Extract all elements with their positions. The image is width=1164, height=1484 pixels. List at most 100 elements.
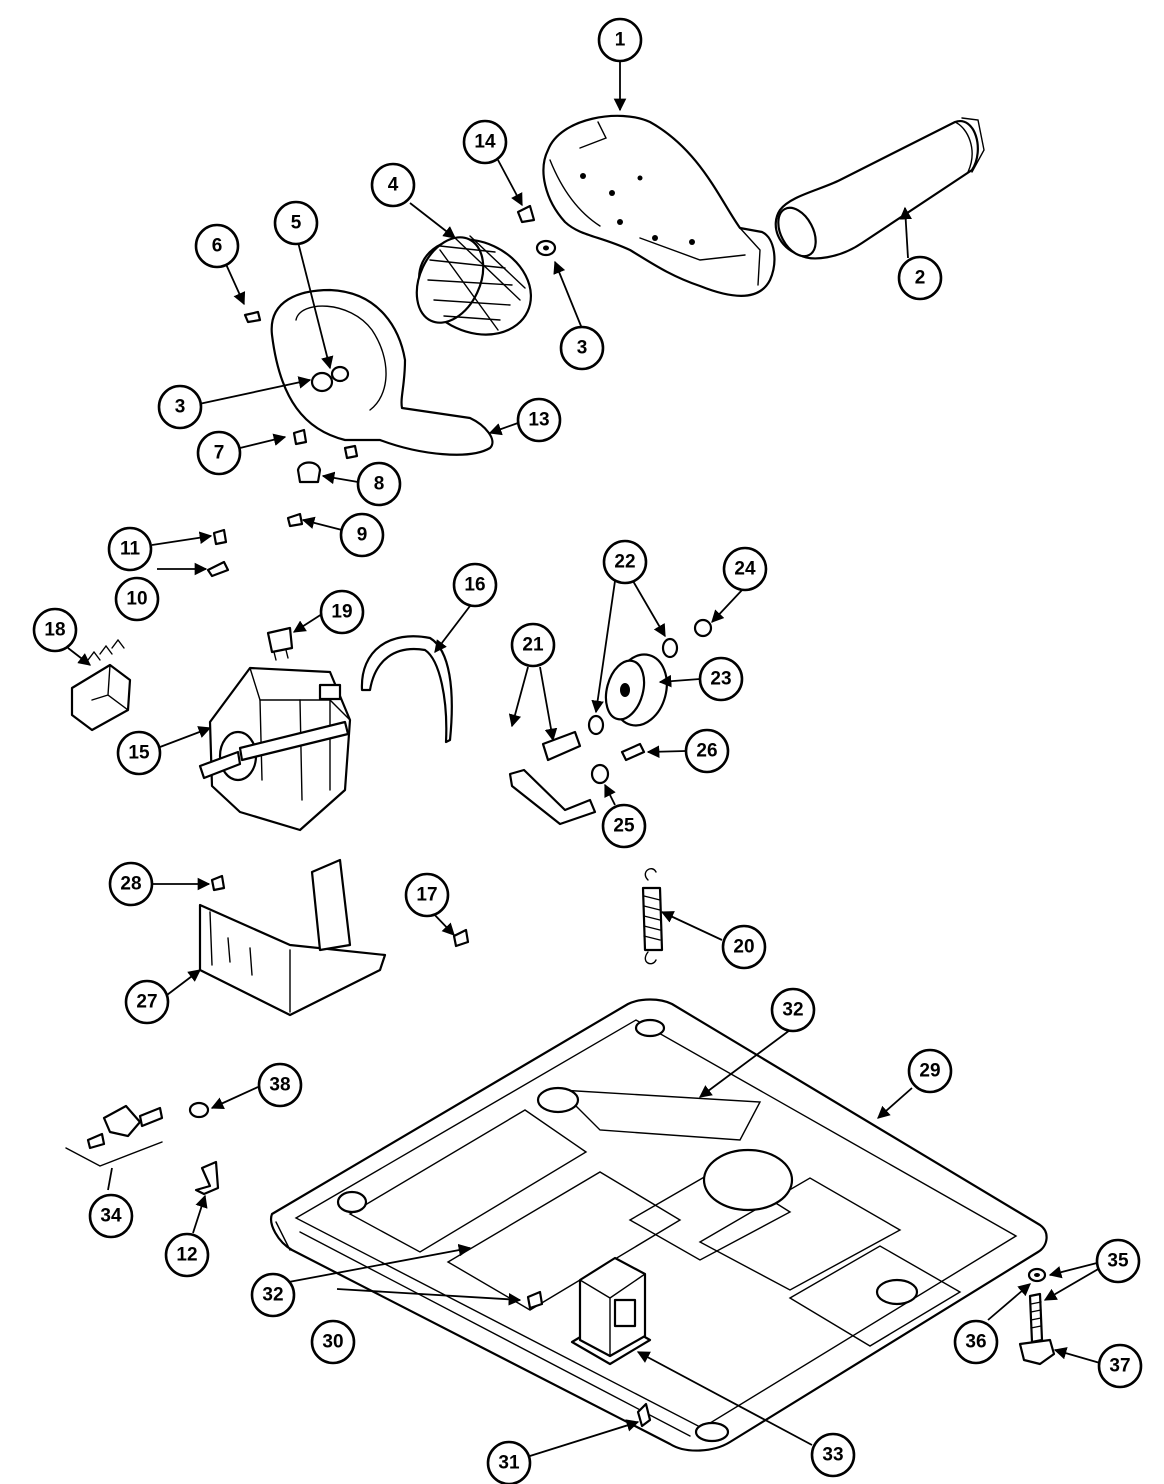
callout-34-label: 34 — [100, 1206, 122, 1227]
callout-3-housing: 3 — [559, 325, 605, 371]
clip-34-part — [65, 1104, 164, 1167]
callout-30-label: 30 — [322, 1332, 343, 1353]
callout-8-label: 8 — [374, 474, 385, 495]
callout-36-label: 36 — [965, 1332, 986, 1353]
callout-29-label: 29 — [919, 1061, 940, 1082]
leveling-leg-part — [1018, 1292, 1056, 1366]
part-31 — [636, 1402, 652, 1428]
callout-11-label: 11 — [120, 539, 141, 560]
callout-27-label: 27 — [136, 992, 157, 1013]
screw-28-part — [210, 874, 226, 892]
callout-17-label: 17 — [416, 885, 437, 906]
washer-25-part — [590, 763, 610, 785]
grommet-38-part — [188, 1101, 210, 1119]
bracket-19-part — [266, 626, 294, 661]
screw-26-part — [620, 742, 646, 762]
callout-23-label: 23 — [710, 669, 731, 690]
callout-3-cover: 3 — [157, 384, 203, 430]
callout-14: 14 — [462, 119, 508, 165]
callout-15: 15 — [116, 730, 162, 776]
blower-wheel-part — [415, 235, 533, 336]
callout-3-housing-label: 3 — [577, 338, 588, 359]
callout-32-top: 32 — [770, 987, 816, 1033]
callout-31: 31 — [486, 1440, 532, 1484]
callout-30: 30 — [310, 1319, 356, 1365]
part-10 — [206, 560, 230, 578]
callout-37-label: 37 — [1109, 1356, 1130, 1377]
callout-31-label: 31 — [498, 1453, 520, 1474]
callout-18: 18 — [32, 607, 78, 653]
washer-22b-part — [661, 637, 679, 659]
callout-25: 25 — [601, 803, 647, 849]
callout-1: 1 — [597, 17, 643, 63]
callout-19-label: 19 — [331, 602, 352, 623]
callout-21-label: 21 — [522, 635, 544, 656]
callout-32-top-label: 32 — [782, 1000, 803, 1021]
callout-28-label: 28 — [120, 874, 141, 895]
exhaust-duct-part — [774, 117, 985, 260]
callout-22: 22 — [602, 539, 648, 585]
screw-14-part — [516, 204, 536, 224]
callout-9-label: 9 — [357, 525, 368, 546]
leader-lines — [67, 60, 1101, 1462]
callout-1-label: 1 — [615, 30, 626, 51]
callout-25-label: 25 — [613, 816, 635, 837]
callout-27: 27 — [124, 979, 170, 1025]
spring-part — [641, 868, 664, 965]
callout-12-label: 12 — [176, 1245, 197, 1266]
callout-11: 11 — [107, 526, 153, 572]
callout-22-label: 22 — [614, 552, 635, 573]
callout-33: 33 — [810, 1432, 856, 1478]
callout-12: 12 — [164, 1232, 210, 1278]
callout-34: 34 — [88, 1193, 134, 1239]
callout-32-bottom-label: 32 — [262, 1285, 283, 1306]
callout-8: 8 — [356, 461, 402, 507]
bracket-12-part — [194, 1160, 220, 1196]
base-part — [270, 998, 1048, 1452]
callout-4-label: 4 — [388, 175, 399, 196]
callout-26: 26 — [684, 728, 730, 774]
callout-10-label: 10 — [126, 589, 147, 610]
terminal-block-part — [70, 638, 132, 732]
callout-26-label: 26 — [696, 741, 717, 762]
screw-11-part — [212, 528, 228, 546]
idler-pulley-part — [604, 653, 668, 727]
transformer-part — [570, 1256, 652, 1366]
callout-24: 24 — [722, 546, 768, 592]
callout-4: 4 — [370, 162, 416, 208]
screw-17-part — [452, 928, 470, 948]
callout-23: 23 — [698, 656, 744, 702]
callout-36: 36 — [953, 1319, 999, 1365]
callout-32-bottom: 32 — [250, 1272, 296, 1318]
screw-9-part — [286, 512, 304, 528]
washer-3a-part — [535, 239, 557, 257]
screw-30-part — [526, 1290, 544, 1310]
callout-17: 17 — [404, 872, 450, 918]
callout-6: 6 — [194, 223, 240, 269]
washer-22a-part — [587, 714, 605, 736]
callout-13-label: 13 — [528, 410, 549, 431]
motor-part — [198, 666, 352, 832]
callout-33-label: 33 — [822, 1445, 843, 1466]
callout-38-label: 38 — [269, 1075, 290, 1096]
callout-20: 20 — [721, 924, 767, 970]
callout-19: 19 — [319, 589, 365, 635]
callout-16-label: 16 — [464, 575, 485, 596]
callout-35-label: 35 — [1107, 1251, 1129, 1272]
screw-7-part — [292, 428, 308, 446]
washer-24-part — [693, 618, 713, 638]
callout-2-label: 2 — [915, 268, 926, 289]
callout-38: 38 — [257, 1062, 303, 1108]
callout-20-label: 20 — [733, 937, 754, 958]
callout-10: 10 — [114, 576, 160, 622]
callout-2: 2 — [897, 255, 943, 301]
callout-5: 5 — [273, 200, 319, 246]
callout-6-label: 6 — [212, 236, 223, 257]
callout-16: 16 — [452, 562, 498, 608]
nut-35-part — [1027, 1267, 1047, 1283]
callout-7-label: 7 — [214, 443, 225, 464]
callout-35: 35 — [1095, 1238, 1141, 1284]
blower-cover-part — [270, 288, 494, 460]
motor-mount-part — [198, 858, 387, 1017]
screw-6-part — [243, 310, 262, 324]
